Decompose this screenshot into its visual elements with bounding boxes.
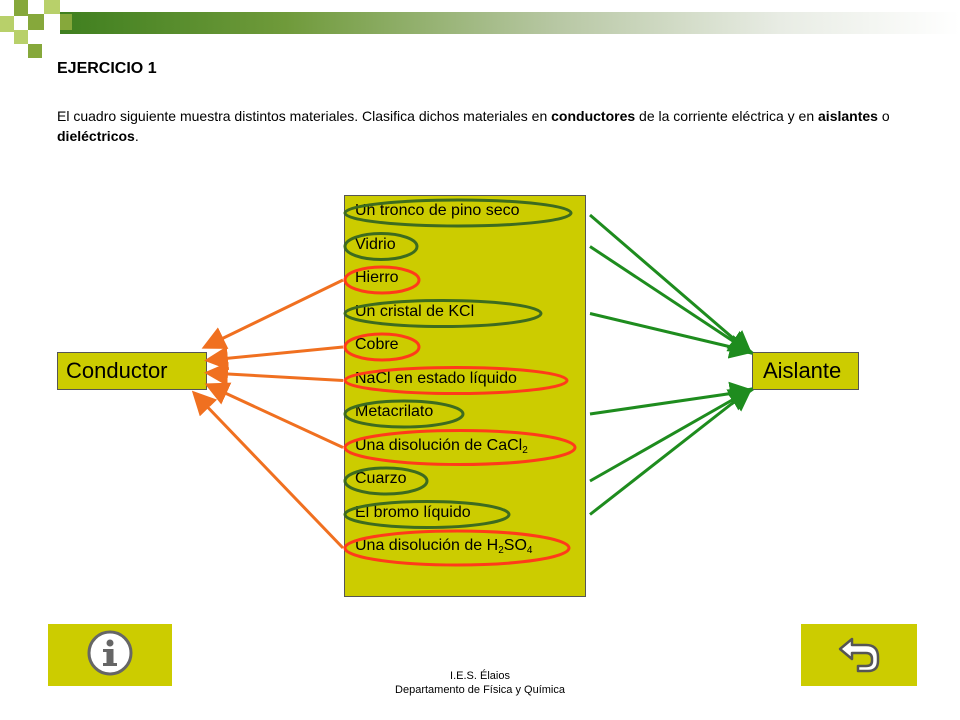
return-button[interactable] (801, 624, 917, 686)
decor-square (60, 14, 72, 30)
decor-square (44, 0, 60, 14)
material-item: El bromo líquido (355, 503, 471, 521)
decor-square (14, 0, 28, 16)
aislante-arrow (589, 387, 753, 516)
material-item: Un tronco de pino seco (355, 202, 520, 219)
info-icon (87, 630, 133, 681)
exercise-title: EJERCICIO 1 (57, 60, 157, 77)
decor-square (28, 14, 44, 30)
aislante-arrow (589, 213, 753, 355)
aislante-node: Aislante (752, 352, 859, 390)
material-item: Una disolución de CaCl2 (355, 436, 528, 456)
material-item: Metacrilato (355, 403, 434, 420)
decor-square (0, 16, 14, 32)
footer-department: Departamento de Física y Química (395, 684, 565, 696)
info-button[interactable] (48, 624, 172, 686)
conductor-arrow (204, 382, 344, 449)
aislante-arrow (589, 381, 754, 416)
aislante-arrow (589, 388, 754, 483)
material-item: Una disolución de H2SO4 (355, 537, 533, 556)
decor-square (28, 44, 42, 58)
header-decoration (0, 0, 960, 60)
conductor-node: Conductor (57, 352, 207, 390)
material-item: Un cristal de KCl (355, 302, 475, 320)
material-item: Cuarzo (355, 470, 407, 487)
decor-square (14, 30, 28, 44)
conductor-arrow (191, 390, 345, 550)
conductor-arrow (201, 278, 344, 349)
material-item: NaCl en estado líquido (355, 369, 517, 387)
header-gradient-band (60, 12, 960, 34)
material-item: Hierro (355, 269, 399, 286)
material-item: Vidrio (355, 235, 396, 253)
aislante-arrow (589, 245, 754, 355)
return-arrow-icon (836, 633, 882, 678)
exercise-instructions: El cuadro siguiente muestra distintos ma… (57, 108, 890, 144)
material-item: Cobre (355, 336, 399, 353)
conductor-arrow (204, 345, 344, 371)
aislante-arrow (589, 312, 754, 359)
footer-school: I.E.S. Élaios (450, 670, 510, 682)
conductor-arrow (204, 362, 344, 386)
